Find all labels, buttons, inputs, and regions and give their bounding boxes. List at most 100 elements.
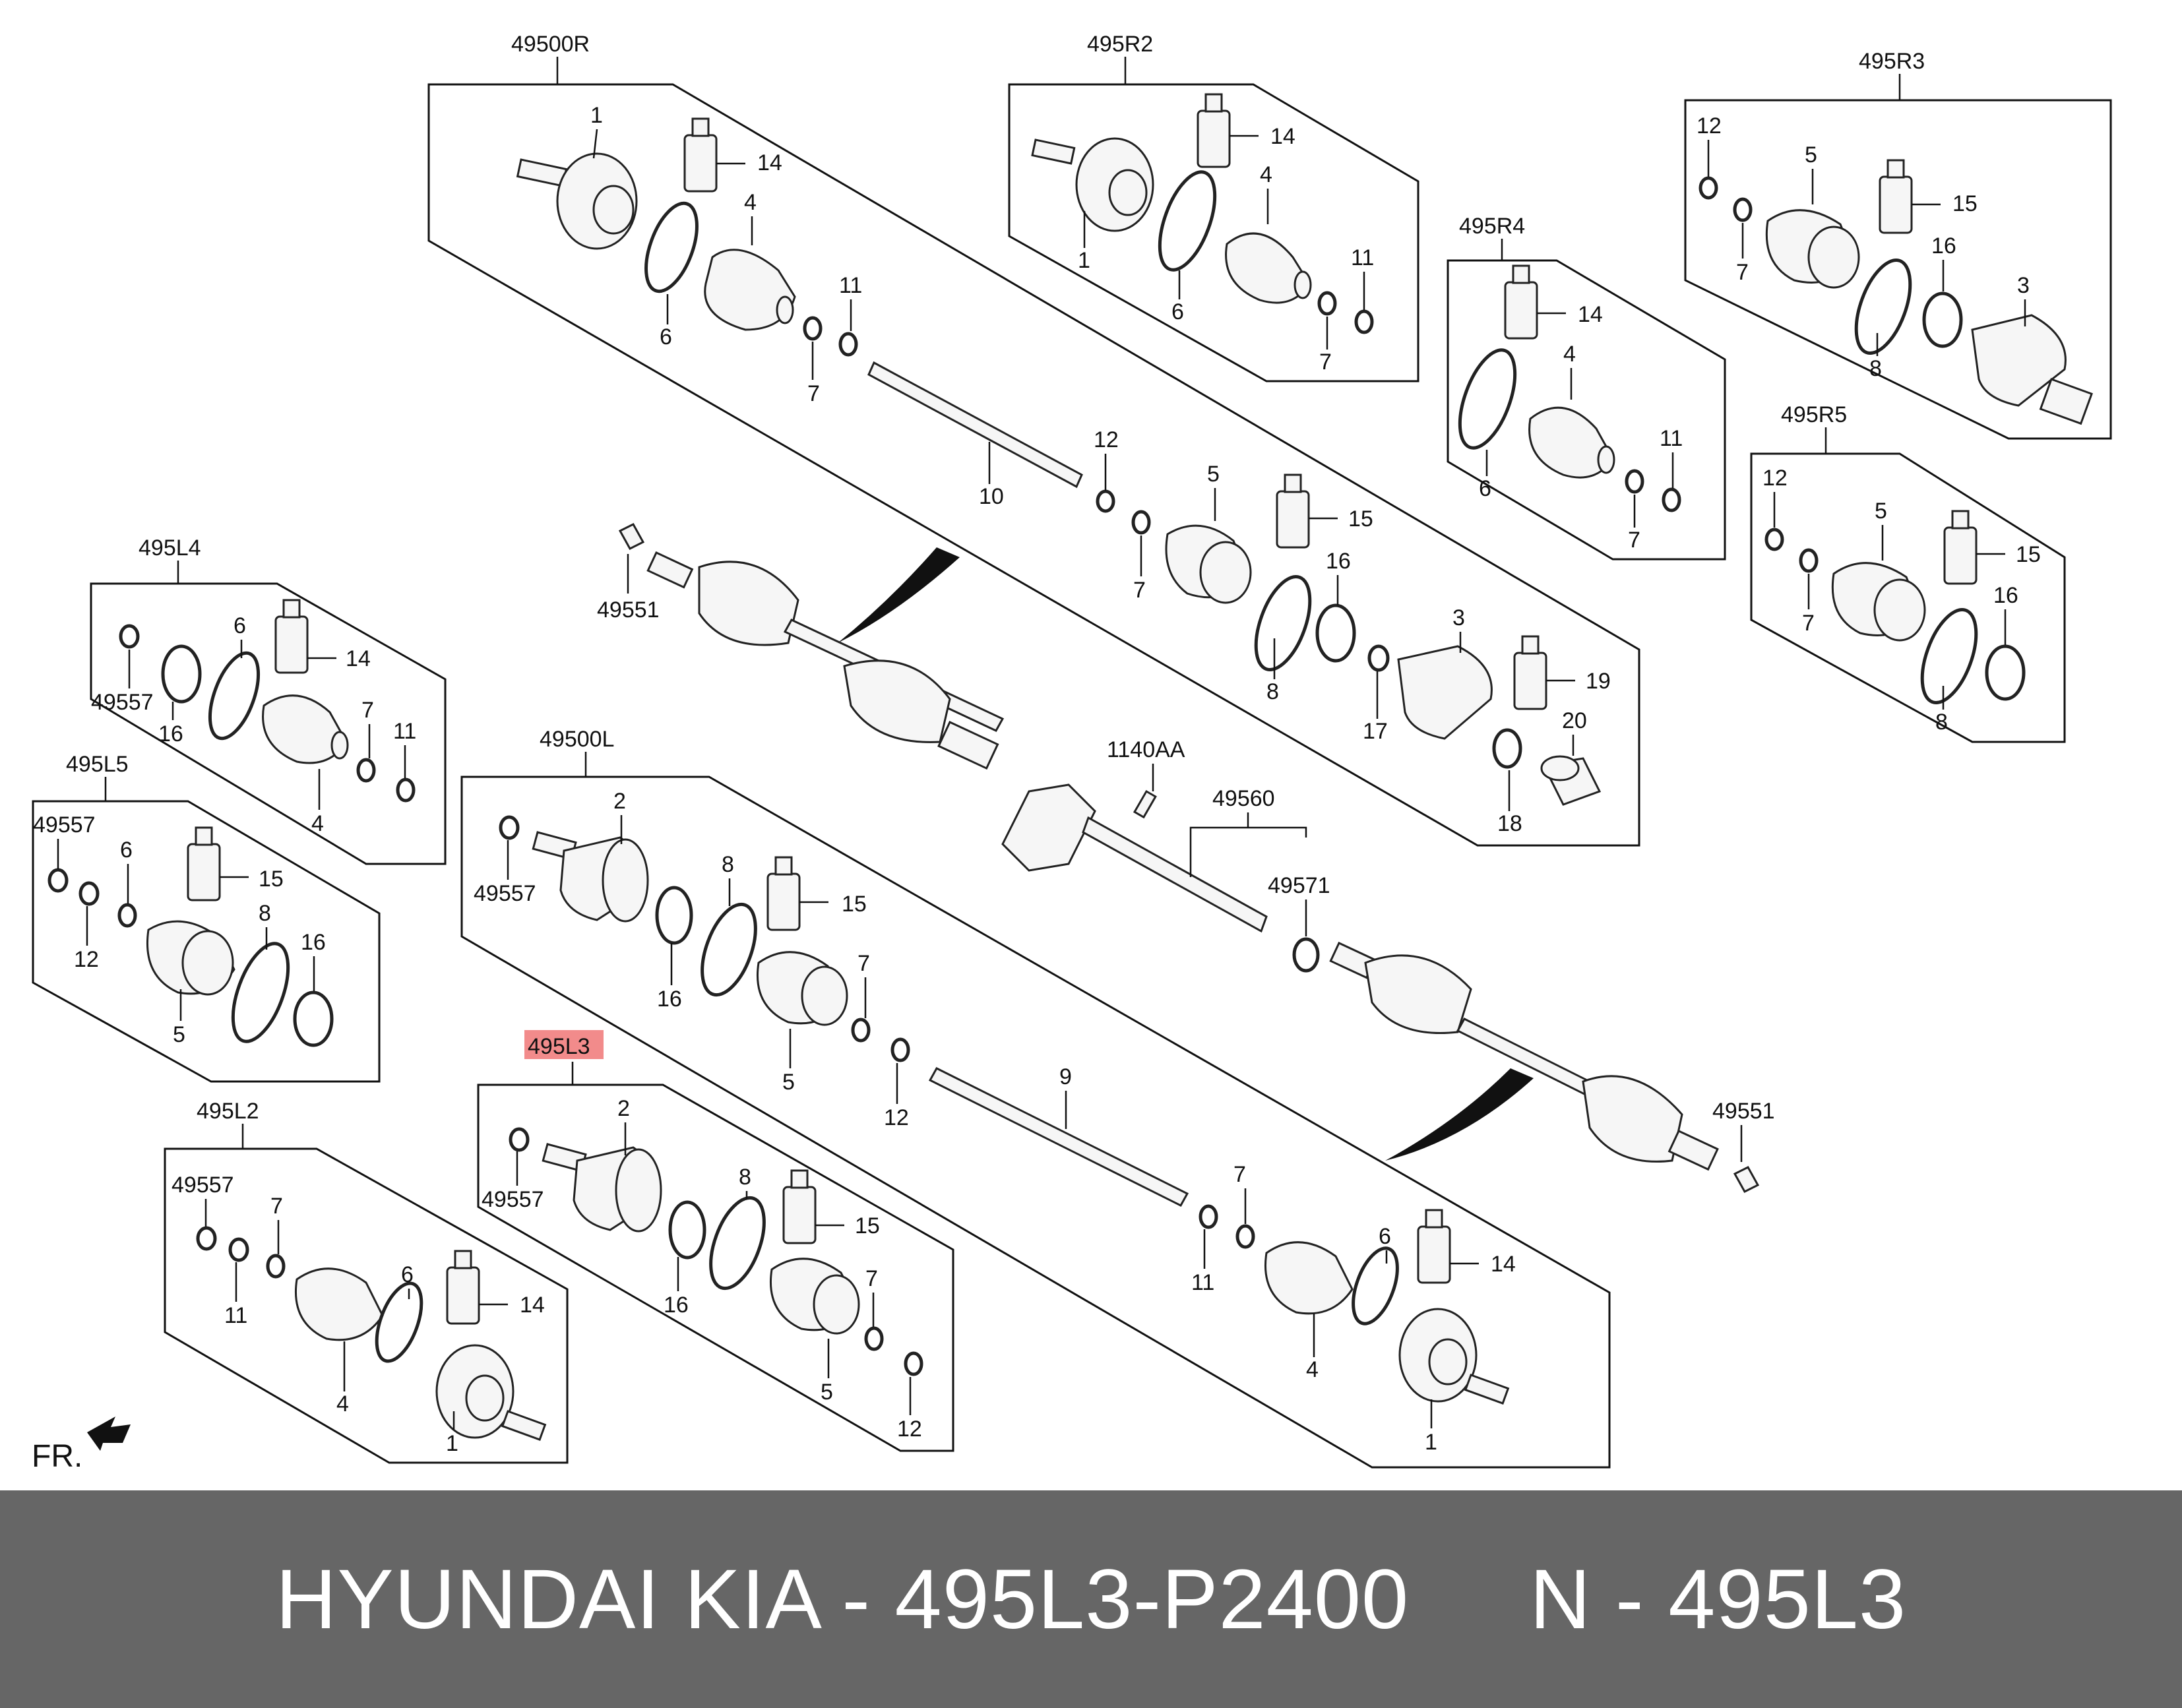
callout-6-l4: 6 [234, 613, 246, 638]
callout-4-l2: 4 [336, 1391, 349, 1417]
callout-11: 11 [839, 273, 862, 298]
callout-19: 19 [1586, 669, 1611, 694]
group-label-49500L: 49500L [540, 727, 614, 752]
callout-49557-49500L: 49557 [474, 881, 536, 906]
callout-7-49500L-b: 7 [1233, 1162, 1246, 1187]
callout-3: 3 [1452, 605, 1465, 630]
callout-15-r5: 15 [2016, 542, 2041, 567]
group-495R5[interactable]: 495R5 12 7 5 15 8 16 [1750, 402, 2066, 743]
callout-7-49500L: 7 [857, 951, 870, 976]
callout-8-r5: 8 [1935, 710, 1948, 735]
callout-15-l5: 15 [259, 867, 284, 892]
callout-7b: 7 [1133, 578, 1146, 603]
callout-49557-l3: 49557 [482, 1187, 544, 1212]
callout-7-r3: 7 [1736, 260, 1749, 285]
callout-49571: 49571 [1268, 873, 1330, 898]
callout-8: 8 [1266, 679, 1279, 704]
group-495L3[interactable]: 495L3 49557 2 16 8 15 5 7 12 [477, 1030, 954, 1452]
callout-6-49500L: 6 [1379, 1224, 1391, 1249]
callout-6-l2: 6 [401, 1262, 414, 1287]
callout-12-l5: 12 [74, 947, 99, 972]
callout-11-r4: 11 [1660, 426, 1683, 451]
callout-6-r2: 6 [1171, 299, 1184, 324]
group-label-49500R: 49500R [511, 32, 590, 57]
callout-14-r4: 14 [1578, 302, 1603, 327]
group-49500L[interactable]: 49500L 49557 2 16 8 15 5 7 12 9 11 [460, 727, 1611, 1469]
callout-11-l4: 11 [393, 719, 416, 744]
callout-7-l4: 7 [361, 698, 374, 723]
callout-1140AA: 1140AA [1107, 737, 1185, 762]
callout-4-r4: 4 [1563, 342, 1576, 367]
group-495L2[interactable]: 495L2 49557 11 7 4 6 14 1 [164, 1099, 569, 1464]
callout-14-49500L: 14 [1491, 1252, 1516, 1277]
callout-17: 17 [1363, 719, 1388, 744]
callout-11-l2: 11 [224, 1303, 247, 1328]
callout-16-l4: 16 [158, 721, 183, 747]
callout-20: 20 [1562, 708, 1587, 733]
group-label-49560: 49560 [1212, 786, 1275, 811]
callout-49557-l5: 49557 [33, 812, 96, 838]
callout-14-l2: 14 [520, 1293, 545, 1318]
highlight-box [524, 1030, 604, 1059]
direction-label: FR. [32, 1439, 82, 1474]
footer-title: HYUNDAI KIA - 495L3-P2400 N - 495L3 [275, 1552, 1907, 1647]
parts-diagram: 49500R 1 6 14 4 7 11 10 12 7 [32, 32, 2112, 1474]
assembly-center-bracket[interactable]: 1140AA 49560 49571 [1001, 737, 1330, 973]
callout-18: 18 [1497, 811, 1522, 836]
callout-15-l3: 15 [855, 1213, 880, 1238]
callout-7-r4: 7 [1628, 528, 1640, 553]
callout-4: 4 [744, 190, 757, 215]
callout-1-l2: 1 [446, 1431, 458, 1456]
callout-7-r2: 7 [1319, 350, 1332, 375]
group-label-495R5: 495R5 [1781, 402, 1847, 427]
callout-12: 12 [1094, 427, 1119, 452]
callout-7-l3: 7 [865, 1266, 878, 1291]
callout-14-l4: 14 [346, 646, 371, 671]
group-495L4[interactable]: 495L4 49557 16 6 14 4 7 11 [90, 535, 447, 865]
callout-12-r3: 12 [1697, 113, 1722, 138]
group-label-495L4: 495L4 [139, 535, 201, 561]
callout-4-r2: 4 [1260, 162, 1272, 187]
assembly-right-shaft[interactable]: 49551 [597, 523, 1005, 770]
callout-12-l3: 12 [897, 1417, 922, 1442]
group-495L5[interactable]: 495L5 49557 12 6 15 5 8 16 [32, 752, 381, 1083]
callout-7-l2: 7 [270, 1194, 283, 1219]
callout-8-r3: 8 [1869, 356, 1882, 381]
callout-12-49500L: 12 [884, 1105, 909, 1130]
callout-49551-upper: 49551 [597, 597, 660, 623]
front-direction-indicator: FR. [32, 1417, 131, 1474]
callout-1: 1 [590, 103, 603, 128]
group-495R2[interactable]: 495R2 1 14 6 4 7 11 [1008, 32, 1419, 382]
group-495R4[interactable]: 495R4 14 6 4 7 11 [1447, 214, 1726, 561]
callout-5-l5: 5 [173, 1022, 185, 1047]
group-495R3[interactable]: 495R3 12 7 5 15 8 16 3 [1684, 49, 2112, 440]
callout-49551-lower: 49551 [1712, 1099, 1775, 1124]
callout-9: 9 [1059, 1064, 1072, 1089]
assembly-left-shaft[interactable]: 49551 [1329, 942, 1775, 1193]
callout-8-l5: 8 [259, 901, 271, 926]
callout-16-r3: 16 [1931, 233, 1956, 259]
callout-15-r3: 15 [1952, 191, 1978, 216]
callout-8-l3: 8 [739, 1165, 751, 1190]
group-label-495R2: 495R2 [1087, 32, 1153, 57]
callout-16: 16 [1326, 549, 1351, 574]
group-label-495L5: 495L5 [66, 752, 129, 777]
callout-16-l3: 16 [664, 1293, 689, 1318]
footer-bar: HYUNDAI KIA - 495L3-P2400 N - 495L3 [0, 1490, 2182, 1708]
callout-6-l5: 6 [120, 838, 133, 863]
callout-8-49500L: 8 [722, 852, 734, 877]
callout-49557-l4: 49557 [91, 690, 154, 715]
callout-11-49500L: 11 [1191, 1270, 1214, 1295]
group-49500R[interactable]: 49500R 1 6 14 4 7 11 10 12 7 [427, 32, 1640, 847]
callout-4-l4: 4 [311, 811, 324, 836]
callout-5-l3: 5 [821, 1380, 833, 1405]
callout-5-r3: 5 [1805, 142, 1817, 168]
callout-1-r2: 1 [1078, 248, 1090, 273]
callout-15: 15 [1348, 506, 1373, 532]
callout-2-l3: 2 [617, 1096, 630, 1121]
callout-14-r2: 14 [1270, 124, 1295, 149]
callout-6-r4: 6 [1479, 476, 1491, 501]
group-label-495L2: 495L2 [197, 1099, 259, 1124]
group-label-495L3: 495L3 [528, 1034, 590, 1059]
callout-3-r3: 3 [2017, 273, 2030, 298]
